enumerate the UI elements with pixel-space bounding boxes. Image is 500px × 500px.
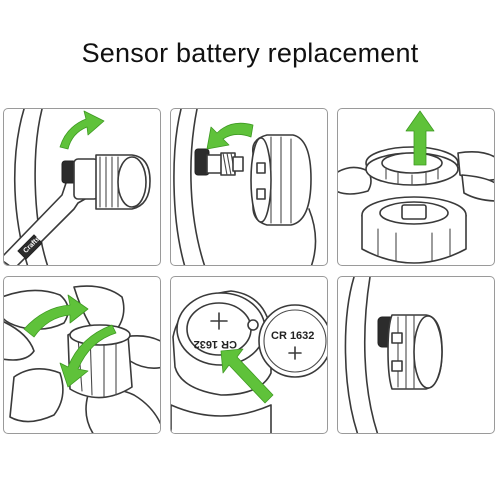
step-1-panel: Crafts [3,108,161,266]
rotate-arrow-icon [59,110,105,150]
step-6-panel [337,276,495,434]
sensor-cover-icon [365,146,459,186]
sensor-cap-icon [250,134,317,265]
hands-icon [4,285,160,433]
step-4-illustration [4,285,160,433]
sensor-open-icon [361,196,467,264]
battery-icon: CR 1632 [258,304,327,378]
step-3-illustration [338,110,494,264]
step-5-panel: CR 1632 CR 1632 [170,276,328,434]
step-1-illustration: Crafts [4,109,151,265]
sensor-cap-icon [387,314,443,390]
step-3-panel [337,108,495,266]
valve-stem-icon [194,148,244,176]
hands-icon [338,151,494,202]
battery-label: CR 1632 [271,330,314,342]
wheel-rim [173,109,206,265]
up-arrow-icon [405,110,435,166]
sensor-housing-icon: CR 1632 [171,290,272,433]
twist-arrows-icon [23,294,117,388]
wheel-rim [344,277,379,433]
page-title: Sensor battery replacement [81,38,419,68]
step-4-panel [3,276,161,434]
step-5-illustration: CR 1632 CR 1632 [171,290,327,433]
sensor-cap-icon [73,154,151,210]
step-6-illustration [344,277,443,433]
insert-arrow-icon [220,348,274,404]
housing-battery-label: CR 1632 [194,338,237,350]
step-2-panel [170,108,328,266]
rotate-arrow-icon [206,122,254,150]
step-2-illustration [173,109,317,265]
